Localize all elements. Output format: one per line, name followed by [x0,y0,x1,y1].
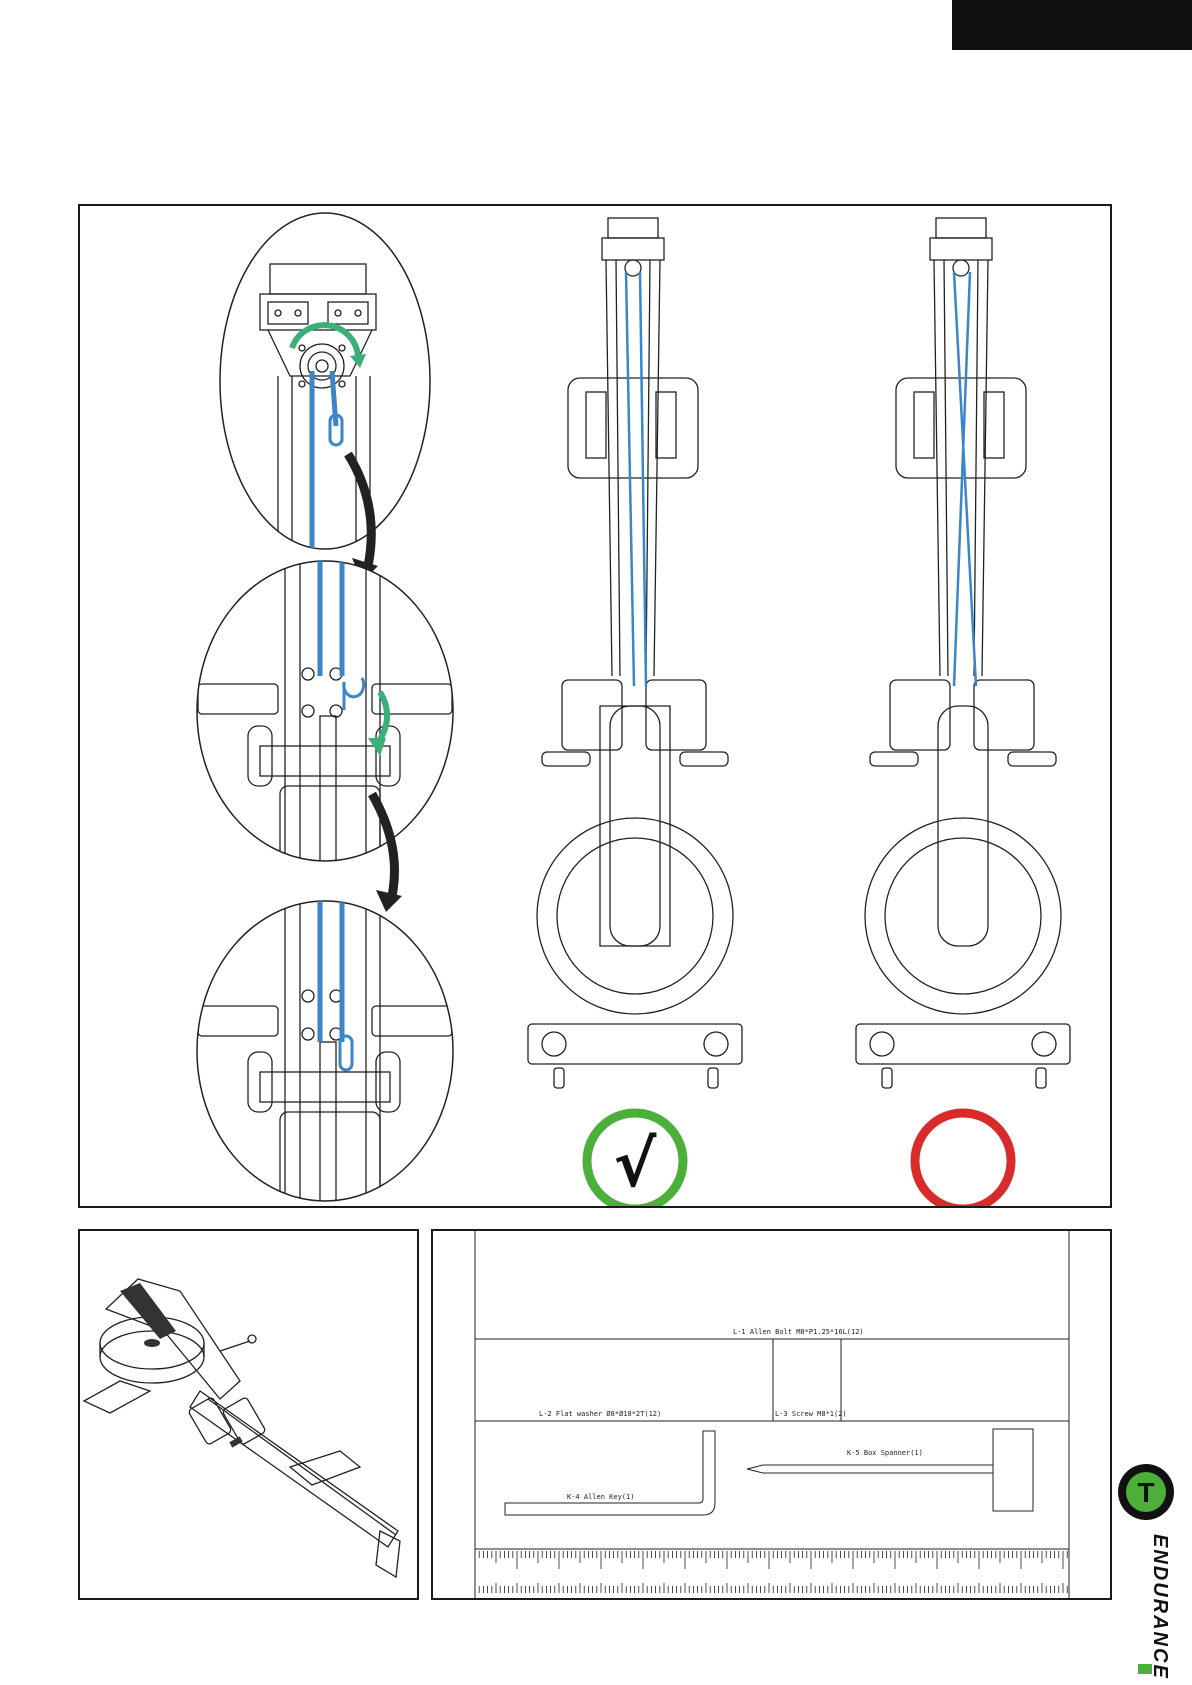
hardware-parts-panel: L-1 Allen Bolt M8*P1.25*16L(12) L-2 Flat… [431,1229,1112,1600]
detail-hook-insert [197,546,453,906]
part-l1-label: L-1 Allen Bolt M8*P1.25*16L(12) [733,1328,864,1336]
endurance-logo-icon: T ENDURANCE [1110,1460,1182,1680]
part-k4-label: K-4 Allen Key(1) [567,1493,634,1501]
part-l3-label: L-3 Screw M8*1(2) [775,1410,847,1418]
rower-wrong-routing [856,218,1070,1088]
red-circle-icon [915,1113,1011,1206]
rower-perspective-illustration [80,1231,417,1598]
assembly-diagram: √ [80,206,1110,1206]
detail-hook-locked [197,896,453,1206]
brand-name: ENDURANCE [1149,1534,1171,1680]
product-illustration-panel [78,1229,419,1600]
logo-letter: T [1137,1477,1154,1508]
parts-layout: L-1 Allen Bolt M8*P1.25*16L(12) L-2 Flat… [433,1231,1110,1598]
part-k5-label: K-5 Box Spanner(1) [847,1449,923,1457]
main-instruction-panel: √ [78,204,1112,1208]
cable-parallel [626,272,646,686]
rower-correct-routing [528,218,742,1088]
brand-mark: T ENDURANCE [1110,1460,1182,1680]
brand-accent-bar [1138,1664,1152,1674]
measurement-ruler [475,1551,1067,1593]
check-mark-text: √ [614,1128,657,1202]
page-tab-black [952,0,1192,50]
part-l2-label: L-2 Flat washer Ø8*Ø18*2T(12) [539,1410,661,1418]
detail-top-pulley [220,213,430,606]
cable-crossed [954,272,976,686]
